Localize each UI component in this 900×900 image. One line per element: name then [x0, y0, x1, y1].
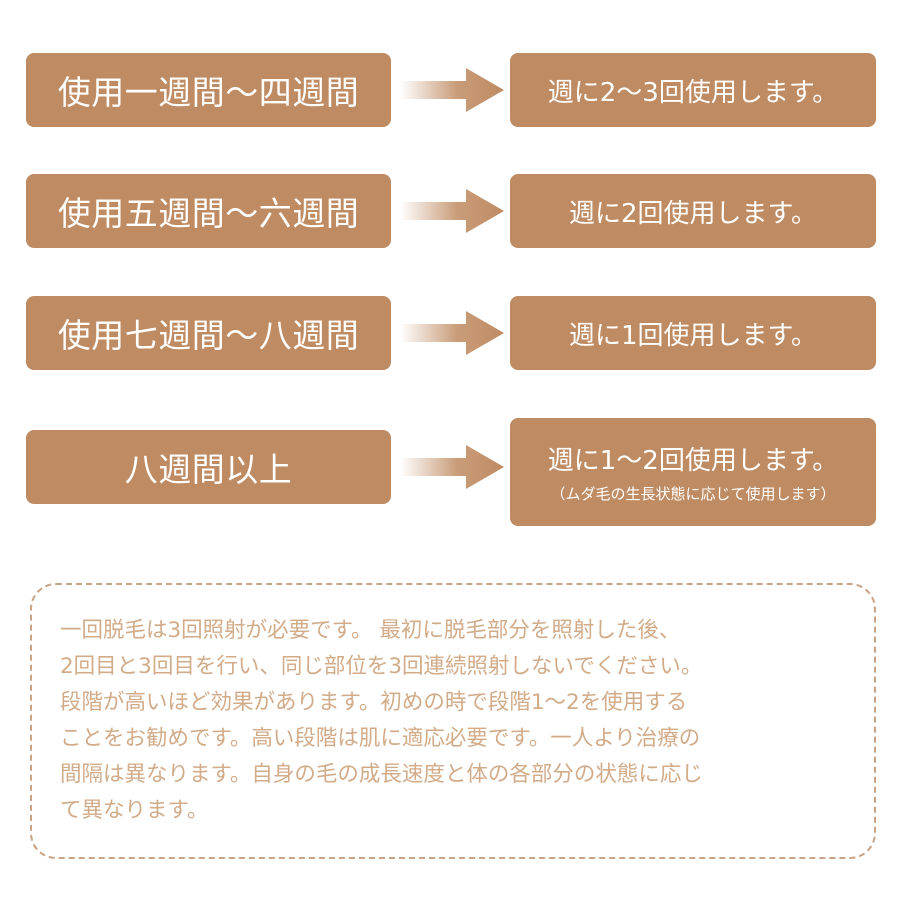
period-label-text: 八週間以上 — [124, 450, 293, 489]
arrow-right-icon — [400, 68, 504, 112]
notice-line-1: 一回脱毛は3回照射が必要です。 最初に脱毛部分を照射した後、 — [60, 618, 681, 643]
notice-line-5: 間隔は異なります。自身の毛の成長速度と体の各部分の状態に応じ — [60, 762, 703, 787]
arrow-right-icon — [400, 311, 504, 355]
period-label-text: 使用七週間～八週間 — [57, 316, 360, 355]
period-label-text: 使用一週間～四週間 — [57, 73, 360, 112]
notice-line-3: 段階が高いほど効果があります。初めの時で段階1～2を使用する — [60, 690, 688, 715]
period-label-4: 八週間以上 — [26, 430, 391, 504]
arrow-right-icon — [400, 445, 504, 489]
notice-line-4: ことをお勧めです。高い段階は肌に適応必要です。一人より治療の — [60, 726, 701, 751]
period-label-1: 使用一週間～四週間 — [26, 53, 391, 127]
period-label-text: 使用五週間～六週間 — [57, 194, 360, 233]
notice-line-6: て異なります。 — [60, 798, 209, 823]
frequency-box-4: 週に1～2回使用します。 （ムダ毛の生長状態に応じて使用します） — [510, 418, 876, 526]
notice-box: 一回脱毛は3回照射が必要です。 最初に脱毛部分を照射した後、 2回目と3回目を行… — [30, 583, 876, 859]
frequency-box-2: 週に2回使用します。 — [510, 174, 876, 248]
notice-line-2: 2回目と3回目を行い、同じ部位を3回連続照射しないでください。 — [60, 654, 703, 679]
period-label-3: 使用七週間～八週間 — [26, 296, 391, 370]
frequency-text: 週に1回使用します。 — [569, 320, 817, 351]
frequency-box-3: 週に1回使用します。 — [510, 296, 876, 370]
frequency-text: 週に2回使用します。 — [569, 198, 817, 229]
frequency-text: 週に2～3回使用します。 — [547, 77, 839, 108]
frequency-note: （ムダ毛の生長状態に応じて使用します） — [550, 485, 836, 503]
frequency-box-1: 週に2～3回使用します。 — [510, 53, 876, 127]
arrow-right-icon — [400, 189, 504, 233]
frequency-text: 週に1～2回使用します。 — [547, 446, 839, 476]
period-label-2: 使用五週間～六週間 — [26, 174, 391, 248]
